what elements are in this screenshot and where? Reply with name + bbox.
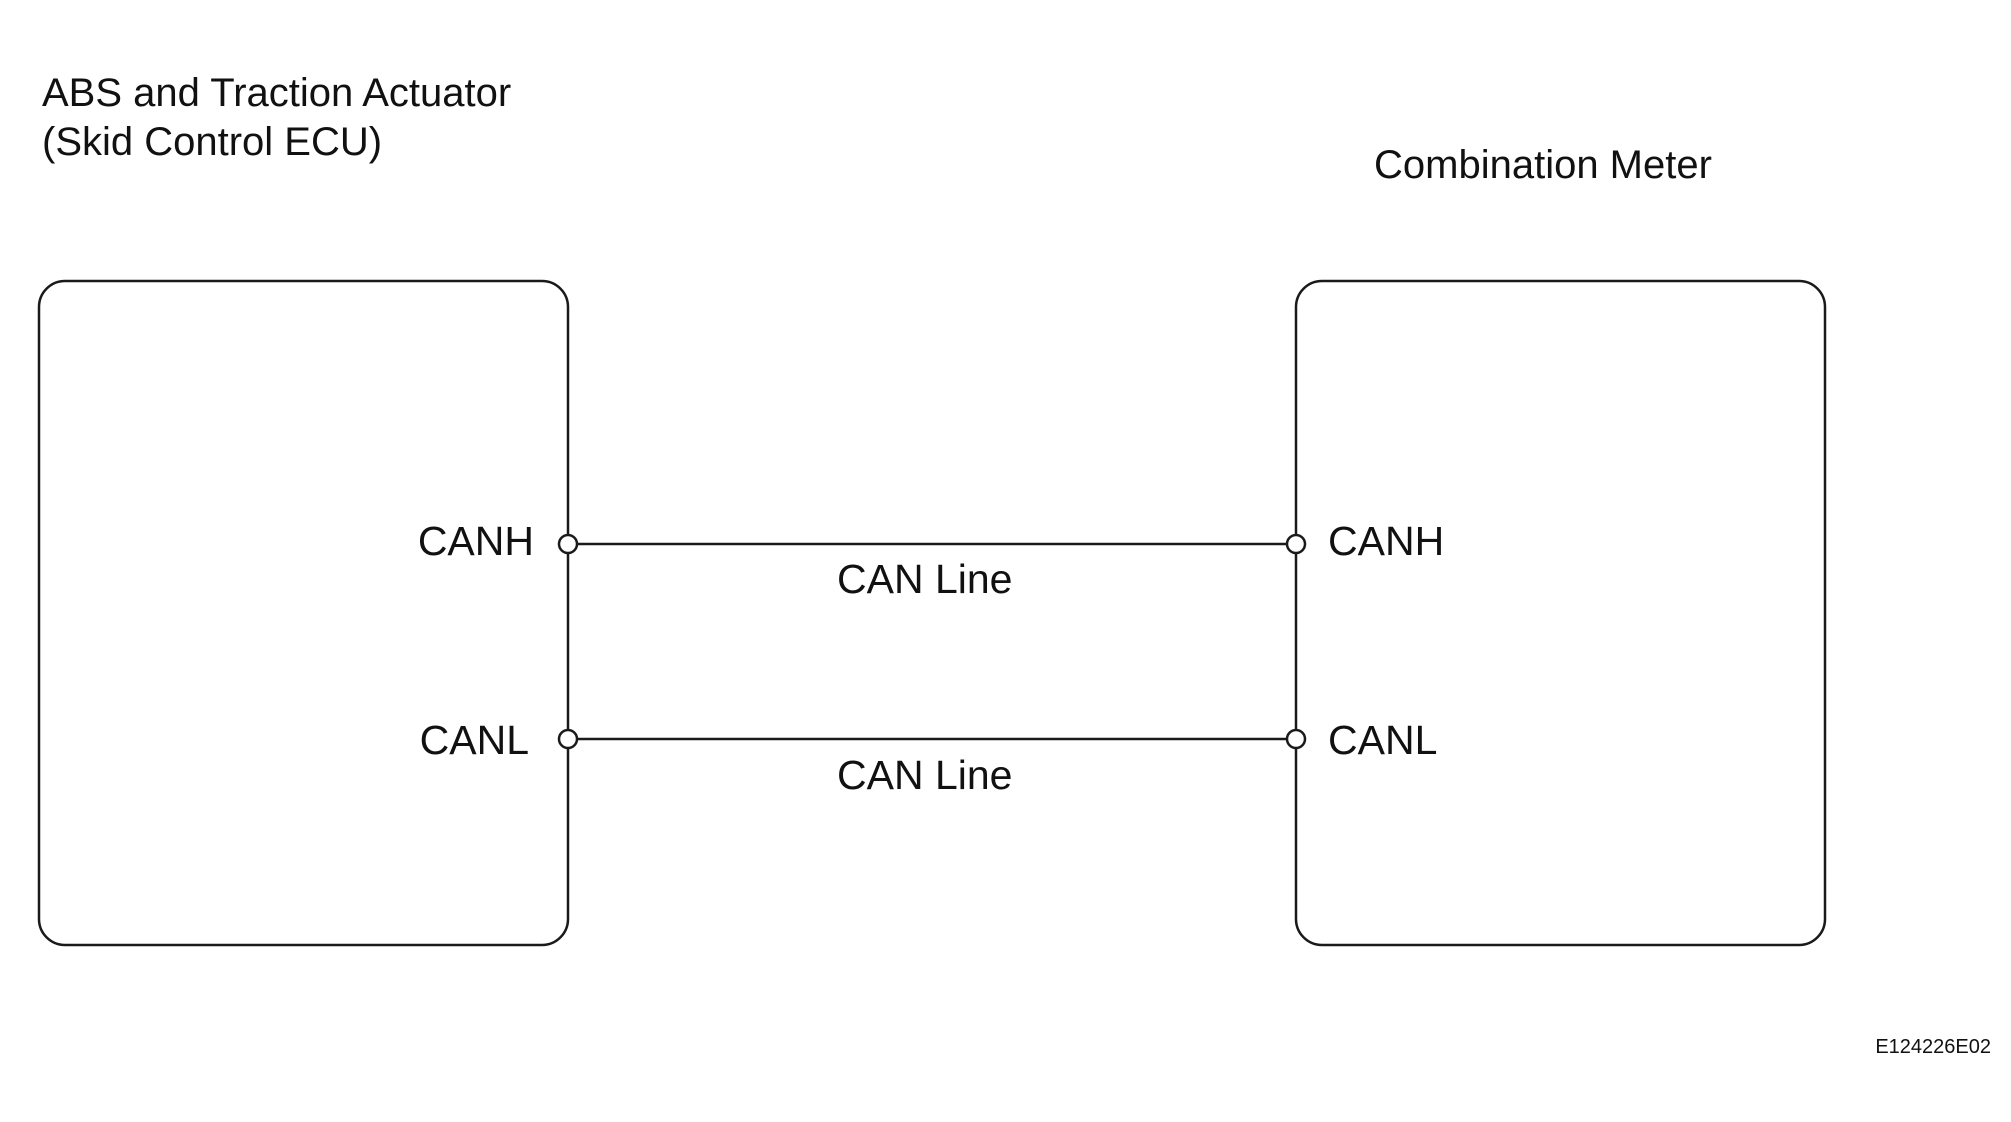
- figure-code: E124226E02: [1875, 1036, 1991, 1058]
- left-ecu-title-line2: (Skid Control ECU): [42, 120, 383, 164]
- left-ecu-box: [37, 279, 570, 947]
- left-canl-label: CANL: [419, 717, 529, 763]
- left-canl-terminal: [557, 728, 579, 750]
- right-canl-terminal: [1285, 728, 1307, 750]
- canh-wire-label: CAN Line: [837, 556, 1013, 602]
- right-canh-label: CANH: [1328, 518, 1445, 564]
- right-canl-label: CANL: [1328, 717, 1438, 763]
- left-canh-label: CANH: [417, 518, 534, 564]
- left-ecu-title-line1: ABS and Traction Actuator: [42, 71, 512, 115]
- left-canh-terminal: [557, 533, 579, 555]
- right-ecu-box: [1294, 279, 1827, 947]
- canl-wire-label: CAN Line: [837, 752, 1013, 798]
- right-ecu-title: Combination Meter: [1374, 143, 1712, 187]
- right-canh-terminal: [1285, 533, 1307, 555]
